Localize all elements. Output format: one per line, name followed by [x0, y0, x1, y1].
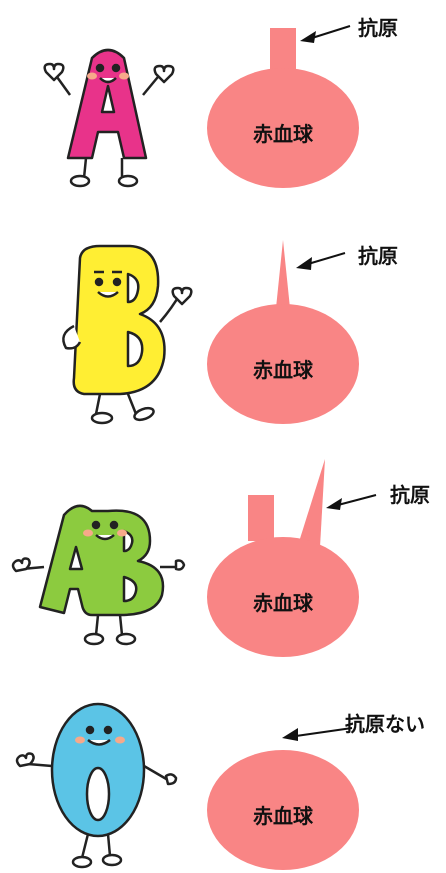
red-blood-cell-a [207, 68, 359, 188]
red-blood-cell-o [207, 750, 359, 870]
arrow-ab [326, 494, 377, 510]
antigen-ab-a [248, 495, 274, 541]
antigen-label: 抗原 [358, 244, 398, 268]
red-blood-cell-b [207, 304, 359, 424]
panel-a-drawing [43, 25, 359, 188]
arrow-o [282, 727, 353, 741]
panel-o-drawing [15, 702, 359, 870]
cell-label: 赤血球 [253, 358, 313, 382]
character-a-illustration [43, 48, 175, 188]
panel-type-b: 赤血球 抗原 [0, 228, 446, 438]
arrow-a [300, 25, 351, 43]
character-o-illustration [15, 702, 178, 869]
panel-type-a: 赤血球 抗原 [0, 0, 446, 200]
cell-label: 赤血球 [253, 122, 313, 146]
cell-label: 赤血球 [253, 804, 313, 828]
panel-type-o: 赤血球 抗原ない [0, 690, 446, 873]
panel-b-drawing [62, 240, 359, 425]
arrow-b [296, 252, 346, 270]
antigen-ab-b [298, 459, 325, 547]
panel-type-ab: 赤血球 抗原 [0, 455, 446, 665]
character-ab-illustration [11, 504, 186, 646]
antigen-label: 抗原ない [345, 712, 425, 736]
panel-ab-drawing [11, 459, 377, 657]
antigen-b [276, 240, 290, 308]
antigen-label: 抗原 [390, 483, 430, 507]
cell-label: 赤血球 [253, 591, 313, 615]
antigen-label: 抗原 [358, 16, 398, 40]
antigen-a [270, 28, 296, 74]
character-b-illustration [62, 244, 193, 425]
red-blood-cell-ab [207, 537, 359, 657]
